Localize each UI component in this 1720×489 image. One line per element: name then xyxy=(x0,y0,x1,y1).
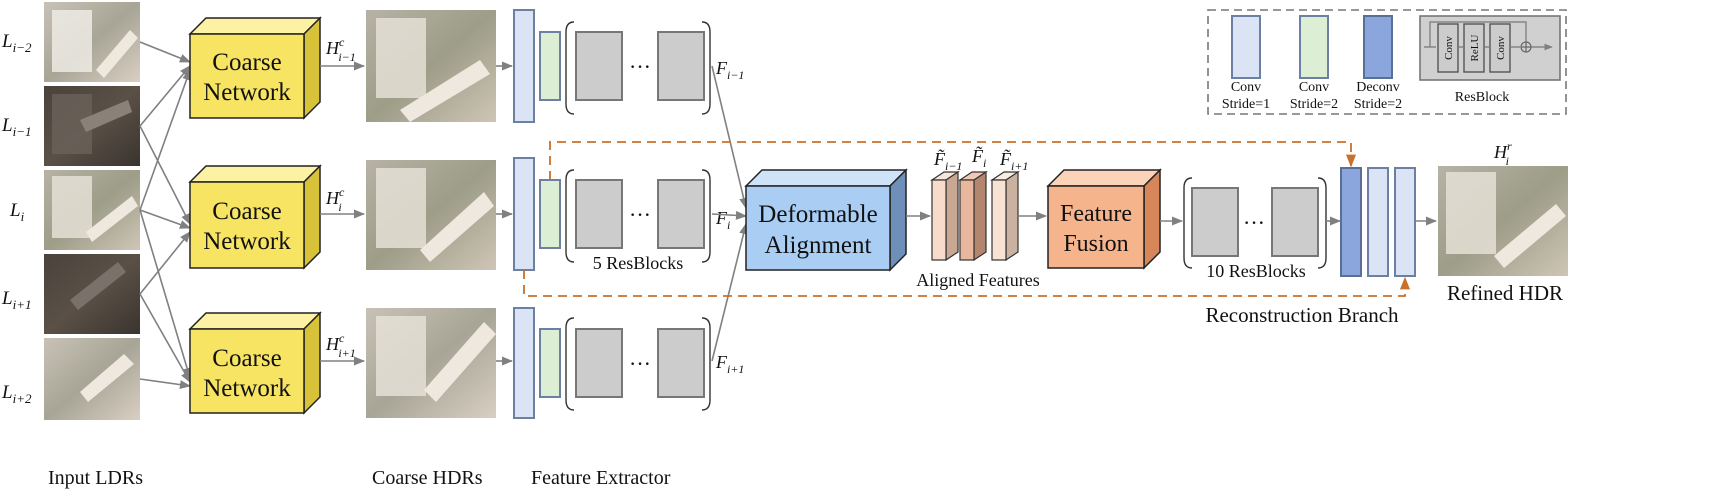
left-bracket xyxy=(1183,177,1193,269)
ellipsis: ··· xyxy=(629,351,651,376)
right-bracket xyxy=(701,21,711,115)
feature-extractor-row-2: ··· 5 ResBlocks xyxy=(513,157,711,273)
aligned-feature-label-3: F̃i+1 xyxy=(999,149,1028,173)
svg-text:Alignment: Alignment xyxy=(765,232,872,259)
ldr-label-4: Li+1 xyxy=(1,288,31,312)
svg-text:Stride=2: Stride=2 xyxy=(1354,97,1402,112)
ldr-to-coarse-arrows xyxy=(139,41,192,390)
ldr-label-2: Li−1 xyxy=(1,115,31,139)
svg-text:Network: Network xyxy=(203,375,291,402)
legend-swatch-conv-stride1 xyxy=(1231,15,1261,79)
aligned-feature-label-1: F̃i−1 xyxy=(933,149,962,173)
svg-text:Network: Network xyxy=(203,79,291,106)
reconstruction-resblocks: ··· 10 ResBlocks xyxy=(1183,177,1327,281)
svg-text:Coarse: Coarse xyxy=(212,345,281,372)
coarse-network-1: Coarse Network xyxy=(188,16,322,120)
feature-fusion-block: Feature Fusion xyxy=(1046,168,1162,270)
legend-swatch-deconv xyxy=(1363,15,1393,79)
ldr-image-5 xyxy=(44,338,140,420)
ellipsis: ··· xyxy=(629,54,651,79)
left-bracket xyxy=(565,21,575,115)
input-ldrs-caption: Input LDRs xyxy=(48,467,143,489)
ellipsis: ··· xyxy=(1243,210,1265,235)
conv-stride1-block xyxy=(513,157,535,271)
svg-text:ResBlock: ResBlock xyxy=(1455,90,1509,105)
hdr-to-extractor-arrows xyxy=(496,61,514,366)
conv-stride2-block xyxy=(539,179,561,249)
svg-text:Conv: Conv xyxy=(1299,80,1329,95)
coarse-hdrs: Coarse HDRs xyxy=(366,10,496,489)
resblock xyxy=(657,328,705,398)
svg-text:Deformable: Deformable xyxy=(758,201,877,228)
skip-connection xyxy=(523,141,1411,297)
coarse-network-3: Coarse Network xyxy=(188,311,322,415)
feature-label-1: Fi−1 xyxy=(715,58,744,82)
resblock xyxy=(657,179,705,249)
svg-text:Deconv: Deconv xyxy=(1356,80,1400,95)
aligned-features: F̃i−1 F̃i F̃i+1 Aligned Features xyxy=(916,146,1039,290)
resblock xyxy=(657,31,705,101)
features-to-alignment-arrows xyxy=(711,65,749,362)
conv-stride1-block xyxy=(1394,167,1416,277)
coarse-network-2: Coarse Network xyxy=(188,164,322,270)
conv-stride1-block xyxy=(513,307,535,419)
ldr-label-1: Li−2 xyxy=(1,31,32,55)
svg-text:Stride=1: Stride=1 xyxy=(1222,97,1270,112)
svg-text:Conv: Conv xyxy=(1443,36,1455,60)
feature-label-3: Fi+1 xyxy=(715,352,744,376)
resblocks-count-label: 10 ResBlocks xyxy=(1206,261,1306,281)
refined-hdr-caption: Refined HDR xyxy=(1447,281,1563,305)
legend: Conv Stride=1 Conv Stride=2 Deconv Strid… xyxy=(1207,9,1567,115)
resblocks-count-label: 5 ResBlocks xyxy=(593,253,684,273)
right-bracket xyxy=(1317,177,1327,269)
conv-stride1-block xyxy=(513,9,535,123)
resblock xyxy=(1191,187,1239,257)
input-ldrs: Li−2 Li−1 Li Li+1 Li+2 Input LDRs xyxy=(1,2,143,489)
right-bracket xyxy=(701,317,711,411)
svg-text:Coarse: Coarse xyxy=(212,198,281,225)
reconstruction-output-layers xyxy=(1340,167,1416,277)
feature-extractor-caption: Feature Extractor xyxy=(531,467,671,489)
right-bracket xyxy=(701,169,711,263)
legend-resblock: Conv ReLU Conv ResBlock xyxy=(1419,15,1561,105)
ellipsis: ··· xyxy=(629,202,651,227)
left-bracket xyxy=(565,317,575,411)
svg-text:Network: Network xyxy=(203,228,291,255)
svg-text:Conv: Conv xyxy=(1231,80,1261,95)
coarse-hdrs-caption: Coarse HDRs xyxy=(372,467,483,489)
svg-text:ReLU: ReLU xyxy=(1469,35,1481,62)
feature-label-2: Fi xyxy=(715,208,730,232)
resblock xyxy=(575,31,623,101)
conv-stride2-block xyxy=(539,328,561,398)
resblock xyxy=(575,328,623,398)
resblock xyxy=(1271,187,1319,257)
conv-stride2-block xyxy=(539,31,561,101)
deconv-stride2-block xyxy=(1340,167,1362,277)
feature-extractor-row-1: ··· xyxy=(513,9,711,123)
svg-text:Feature: Feature xyxy=(1060,201,1132,227)
aligned-features-caption: Aligned Features xyxy=(916,270,1039,290)
coarse-output-arrows xyxy=(320,61,366,366)
svg-text:Fusion: Fusion xyxy=(1063,231,1128,257)
legend-swatch-conv-stride2 xyxy=(1299,15,1329,79)
svg-text:Coarse: Coarse xyxy=(212,49,281,76)
svg-text:Conv: Conv xyxy=(1495,36,1507,60)
feature-extractor-row-3: ··· xyxy=(513,307,711,419)
reconstruction-branch-label: Reconstruction Branch xyxy=(1205,303,1399,327)
aligned-feature-label-2: F̃i xyxy=(971,146,986,170)
svg-text:Stride=2: Stride=2 xyxy=(1290,97,1338,112)
resblock xyxy=(575,179,623,249)
deformable-alignment-block: Deformable Alignment xyxy=(744,168,908,272)
ldr-label-5: Li+2 xyxy=(1,382,32,406)
conv-stride1-block xyxy=(1367,167,1389,277)
ldr-label-3: Li xyxy=(9,200,25,224)
left-bracket xyxy=(565,169,575,263)
